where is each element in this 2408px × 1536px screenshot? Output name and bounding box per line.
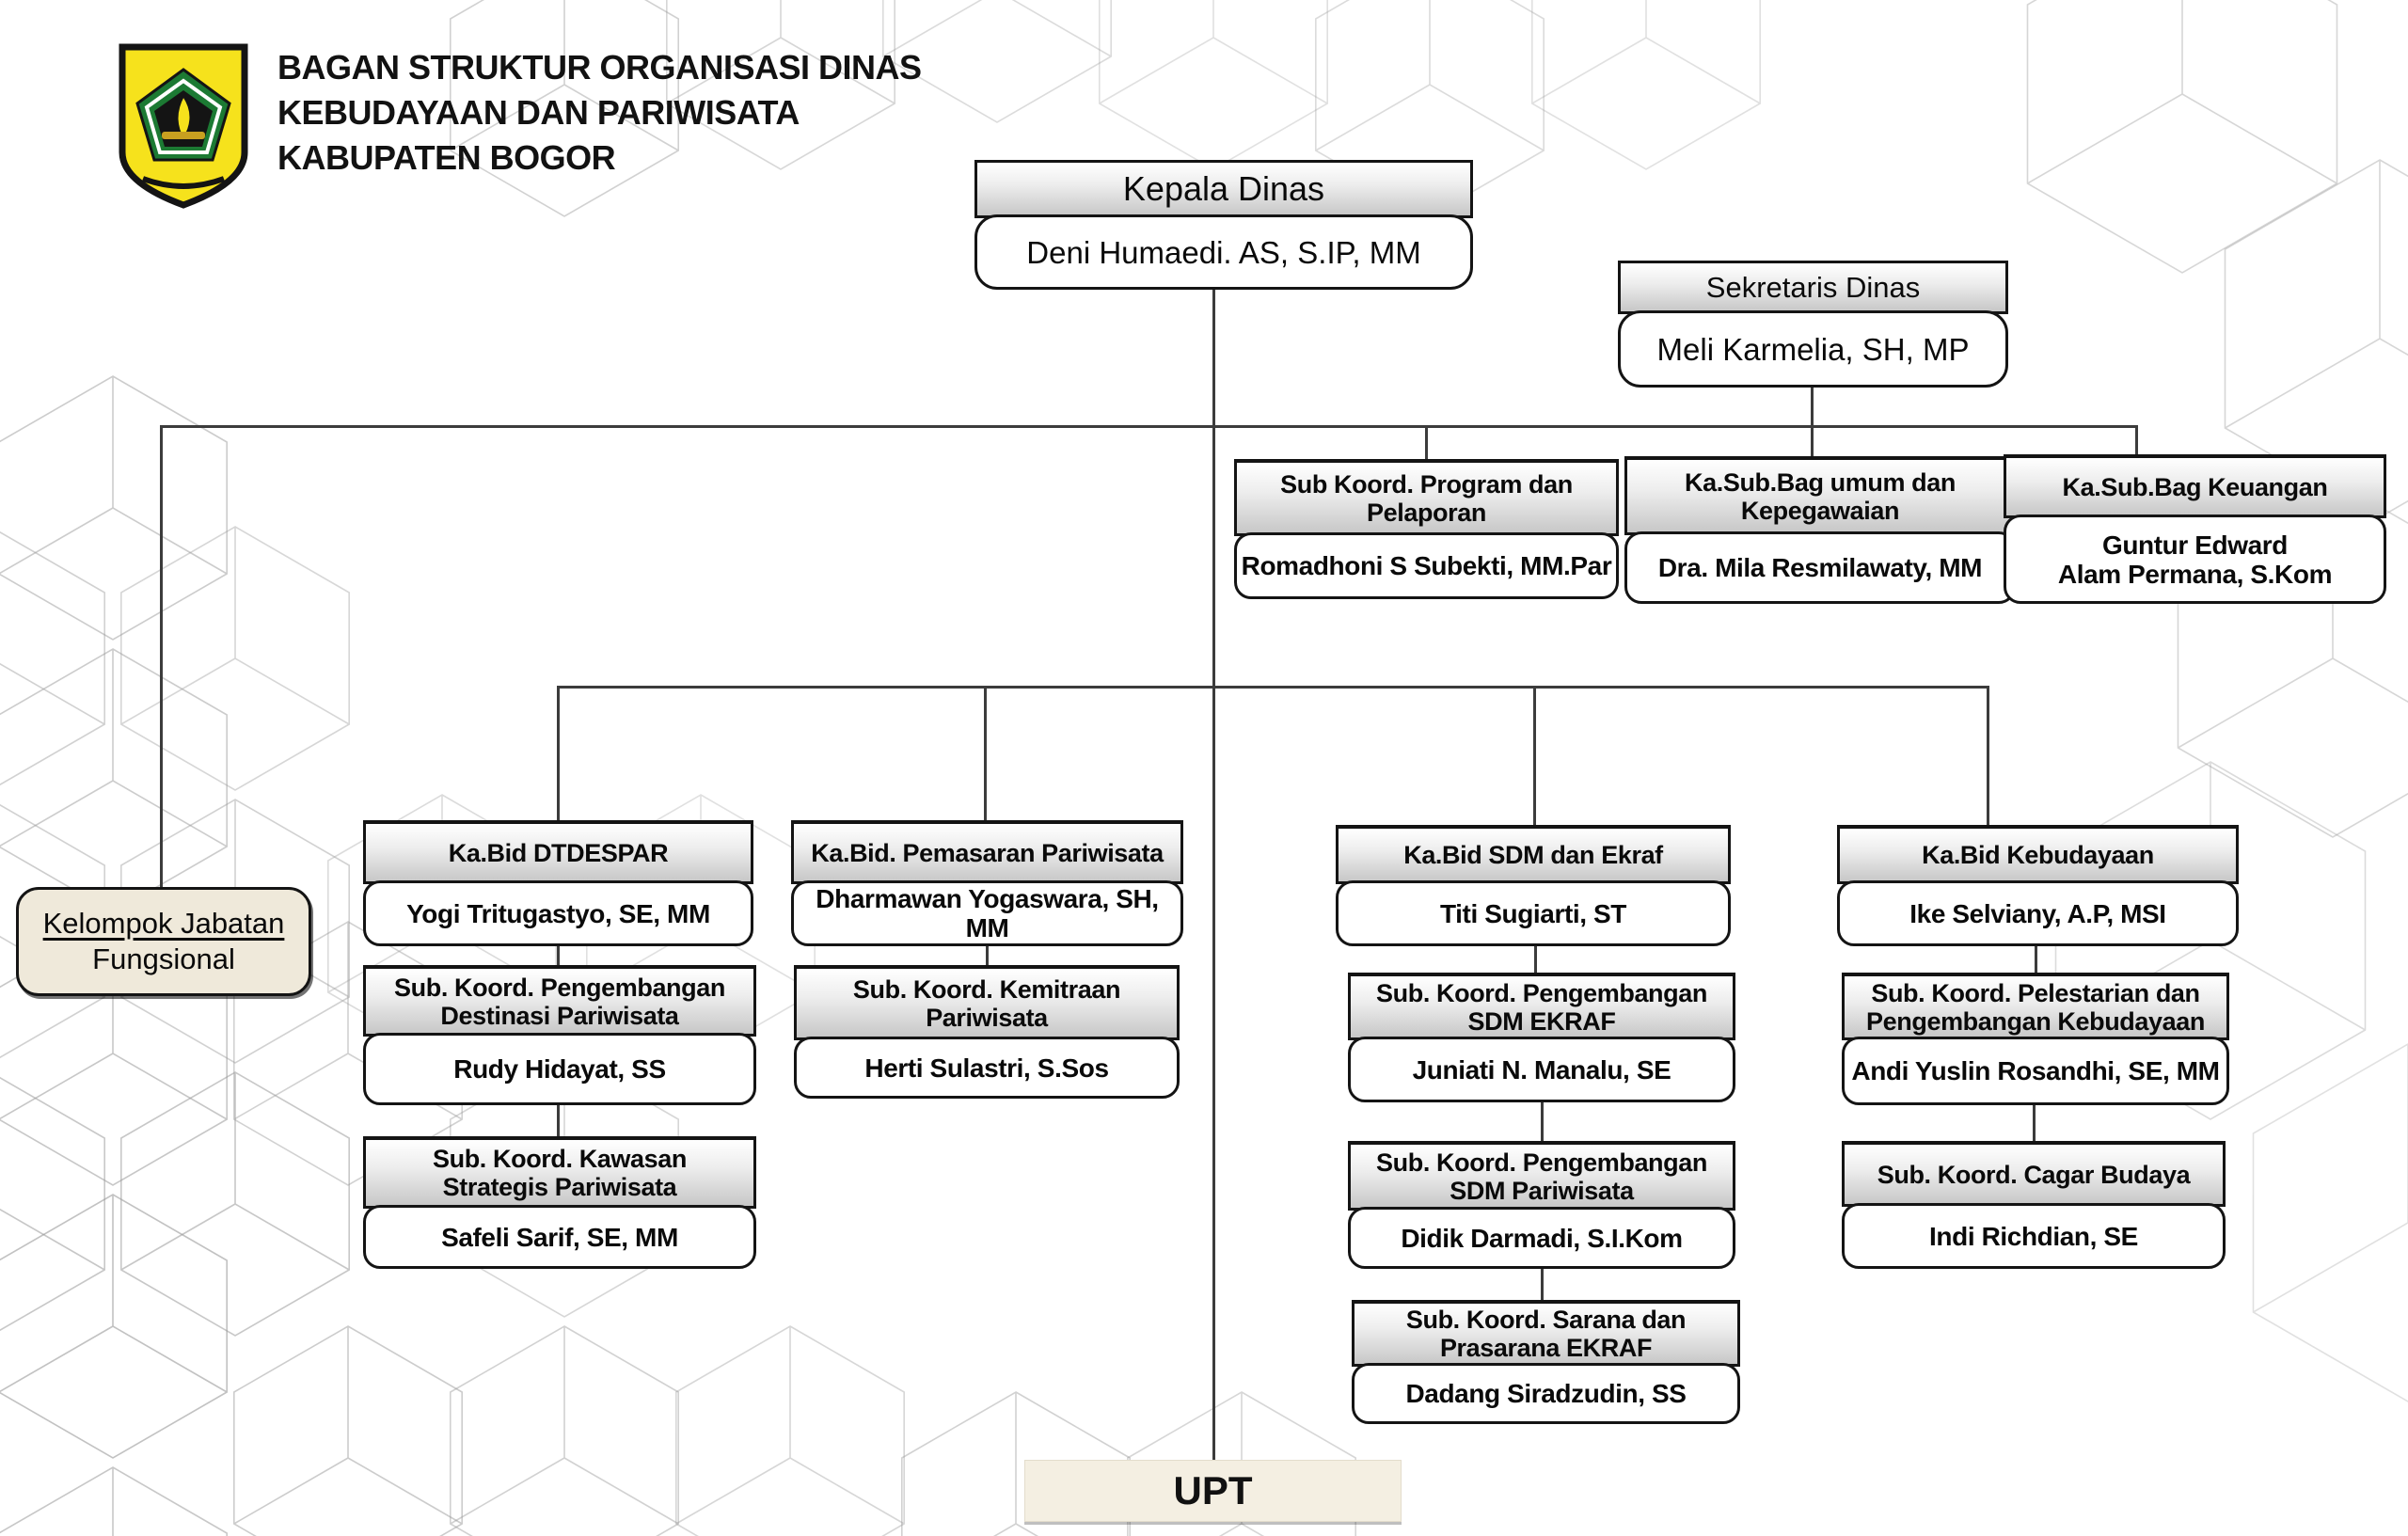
box-role: Ka.Bid SDM dan Ekraf (1336, 825, 1731, 884)
box-role: Sub Koord. Program dan Pelaporan (1234, 459, 1619, 536)
box-name: Didik Darmadi, S.I.Kom (1348, 1207, 1735, 1269)
box-role: Sekretaris Dinas (1618, 261, 2008, 314)
org-box-sub-koord-pelestarian-kebudayaan: Sub. Koord. Pelestarian dan Pengembangan… (1842, 973, 2229, 1105)
box-role: Kepala Dinas (974, 160, 1473, 218)
org-box-sub-koord-kemitraan-pariwisata: Sub. Koord. Kemitraan Pariwisata Herti S… (794, 965, 1180, 1099)
box-name: Titi Sugiarti, ST (1336, 880, 1731, 946)
box-role: Kelompok Jabatan (42, 907, 285, 940)
kabupaten-bogor-logo (119, 43, 248, 209)
box-role: Sub. Koord. Pengembangan Destinasi Pariw… (363, 965, 756, 1037)
page-title: BAGAN STRUKTUR ORGANISASI DINAS KEBUDAYA… (277, 48, 922, 177)
box-role: Sub. Koord. Cagar Budaya (1842, 1141, 2226, 1207)
org-box-kabid-sdm-ekraf: Ka.Bid SDM dan Ekraf Titi Sugiarti, ST (1336, 825, 1731, 946)
org-box-sub-koord-pengembangan-sdm-ekraf: Sub. Koord. Pengembangan SDM EKRAF Junia… (1348, 973, 1735, 1102)
box-name: Rudy Hidayat, SS (363, 1033, 756, 1105)
box-name: Romadhoni S Subekti, MM.Par (1234, 532, 1619, 599)
org-box-sekretaris-dinas: Sekretaris Dinas Meli Karmelia, SH, MP (1618, 261, 2008, 388)
org-box-kasubag-umum-kepegawaian: Ka.Sub.Bag umum dan Kepegawaian Dra. Mil… (1624, 456, 2016, 604)
box-name: Ike Selviany, A.P, MSI (1837, 880, 2239, 946)
box-name: Yogi Tritugastyo, SE, MM (363, 880, 753, 946)
box-role: Ka.Bid. Pemasaran Pariwisata (791, 820, 1183, 884)
box-role: Sub. Koord. Pelestarian dan Pengembangan… (1842, 973, 2229, 1040)
org-box-sub-koord-program-pelaporan: Sub Koord. Program dan Pelaporan Romadho… (1234, 459, 1619, 599)
org-box-sub-koord-destinasi-pariwisata: Sub. Koord. Pengembangan Destinasi Pariw… (363, 965, 756, 1105)
org-box-sub-koord-sarana-prasarana-ekraf: Sub. Koord. Sarana dan Prasarana EKRAF D… (1352, 1300, 1740, 1424)
box-role: Sub. Koord. Pengembangan SDM Pariwisata (1348, 1141, 1735, 1211)
org-box-kelompok-jabatan-fungsional: Kelompok Jabatan Fungsional (16, 887, 311, 996)
box-name: Guntur Edward Alam Permana, S.Kom (2004, 515, 2386, 604)
box-role: Ka.Bid Kebudayaan (1837, 825, 2239, 884)
box-role: Sub. Koord. Kawasan Strategis Pariwisata (363, 1136, 756, 1209)
org-box-kasubag-keuangan: Ka.Sub.Bag Keuangan Guntur Edward Alam P… (2004, 454, 2386, 604)
box-name: Deni Humaedi. AS, S.IP, MM (974, 214, 1473, 290)
box-name: Juniati N. Manalu, SE (1348, 1037, 1735, 1102)
box-name: Andi Yuslin Rosandhi, SE, MM (1842, 1037, 2229, 1105)
box-name: Dra. Mila Resmilawaty, MM (1624, 531, 2016, 604)
box-name: Herti Sulastri, S.Sos (794, 1037, 1180, 1099)
box-name: Dadang Siradzudin, SS (1352, 1363, 1740, 1424)
box-name: Indi Richdian, SE (1842, 1203, 2226, 1269)
box-role: Ka.Sub.Bag umum dan Kepegawaian (1624, 456, 2016, 535)
org-box-upt: UPT (1024, 1460, 1402, 1522)
org-box-kabid-dtdespar: Ka.Bid DTDESPAR Yogi Tritugastyo, SE, MM (363, 820, 753, 946)
org-box-sub-koord-kawasan-strategis: Sub. Koord. Kawasan Strategis Pariwisata… (363, 1136, 756, 1269)
box-name: Safeli Sarif, SE, MM (363, 1205, 756, 1269)
org-box-sub-koord-pengembangan-sdm-pariwisata: Sub. Koord. Pengembangan SDM Pariwisata … (1348, 1141, 1735, 1269)
org-box-kabid-pemasaran-pariwisata: Ka.Bid. Pemasaran Pariwisata Dharmawan Y… (791, 820, 1183, 946)
org-box-kepala-dinas: Kepala Dinas Deni Humaedi. AS, S.IP, MM (974, 160, 1473, 290)
box-role: Sub. Koord. Sarana dan Prasarana EKRAF (1352, 1300, 1740, 1367)
org-box-sub-koord-cagar-budaya: Sub. Koord. Cagar Budaya Indi Richdian, … (1842, 1141, 2226, 1269)
box-role: Sub. Koord. Kemitraan Pariwisata (794, 965, 1180, 1040)
org-box-kabid-kebudayaan: Ka.Bid Kebudayaan Ike Selviany, A.P, MSI (1837, 825, 2239, 946)
box-role: Sub. Koord. Pengembangan SDM EKRAF (1348, 973, 1735, 1040)
box-role: Ka.Sub.Bag Keuangan (2004, 454, 2386, 518)
box-name: Meli Karmelia, SH, MP (1618, 310, 2008, 388)
box-role-line2: Fungsional (92, 942, 235, 975)
box-role: Ka.Bid DTDESPAR (363, 820, 753, 884)
box-name: Dharmawan Yogaswara, SH, MM (791, 880, 1183, 946)
